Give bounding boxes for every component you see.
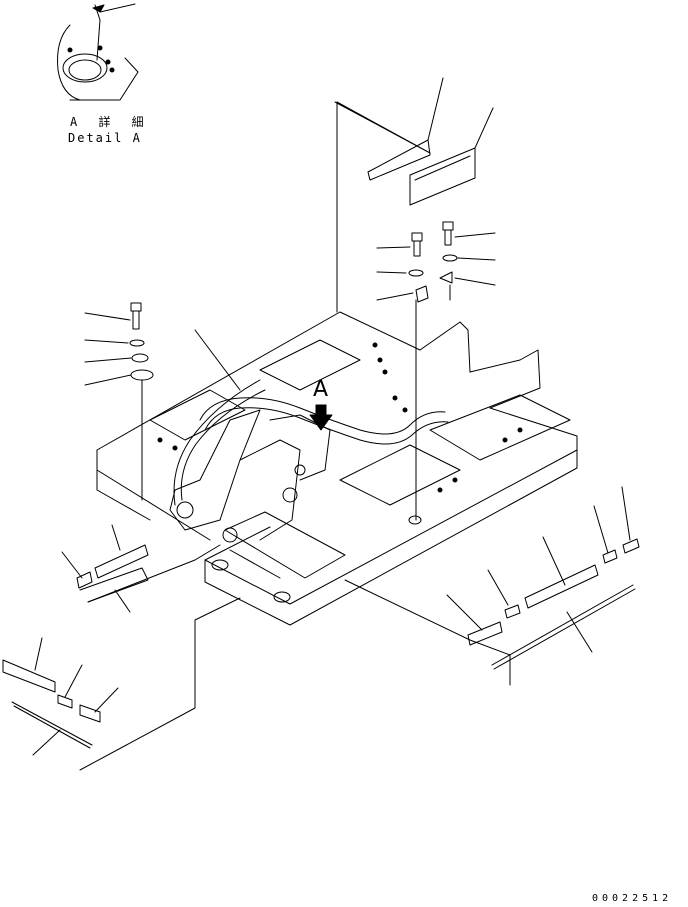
view-arrow [309, 404, 333, 431]
cover-strips-left [61, 524, 221, 613]
detail-a-inset [57, 3, 139, 101]
bolt-set-right [376, 221, 496, 521]
cover-strips-bottom-left [2, 597, 241, 771]
drawing-number: 00022512 [592, 893, 673, 904]
detail-a-title-en: Detail A [68, 131, 142, 145]
cover-strips-right [344, 486, 640, 686]
bolt-set-left [84, 302, 154, 501]
top-cover-plates [334, 77, 494, 313]
view-marker-letter: A [313, 377, 329, 402]
detail-a-title-jp: A 詳 細 [70, 115, 151, 129]
revolving-frame [96, 311, 578, 626]
